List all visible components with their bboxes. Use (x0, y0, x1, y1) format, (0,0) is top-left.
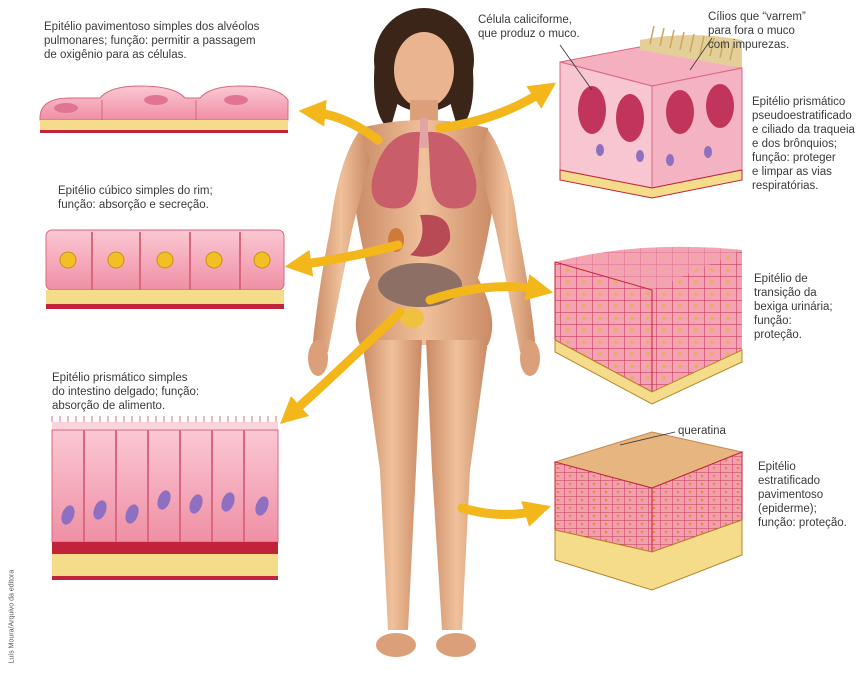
label-traqueia: Epitélio prismático pseudoestratificado … (752, 95, 855, 193)
label-queratina: queratina (678, 424, 726, 438)
arrow-lung-left (312, 112, 378, 140)
label-cilios: Cílios que “varrem” para fora o muco com… (708, 10, 806, 52)
label-epiderme: Epitélio estratificado pavimentoso (epid… (758, 460, 847, 530)
label-intestino: Epitélio prismático simples do intestino… (52, 371, 199, 413)
human-figure (308, 8, 540, 657)
columnar-epithelium (52, 416, 278, 580)
label-alveolos: Epitélio pavimentoso simples dos alvéolo… (44, 20, 259, 62)
transitional-epithelium (555, 247, 742, 404)
arrow-skin (462, 508, 538, 515)
label-rim: Epitélio cúbico simples do rim; função: … (58, 184, 213, 212)
squamous-epithelium (40, 86, 288, 133)
stratified-epithelium (555, 432, 742, 590)
image-credit: Luís Moura/Arquivo da editora (9, 564, 16, 664)
label-caliciforme: Célula caliciforme, que produz o muco. (478, 13, 580, 41)
label-bexiga: Epitélio de transição da bexiga urinária… (754, 272, 833, 342)
cuboidal-epithelium (46, 230, 284, 309)
